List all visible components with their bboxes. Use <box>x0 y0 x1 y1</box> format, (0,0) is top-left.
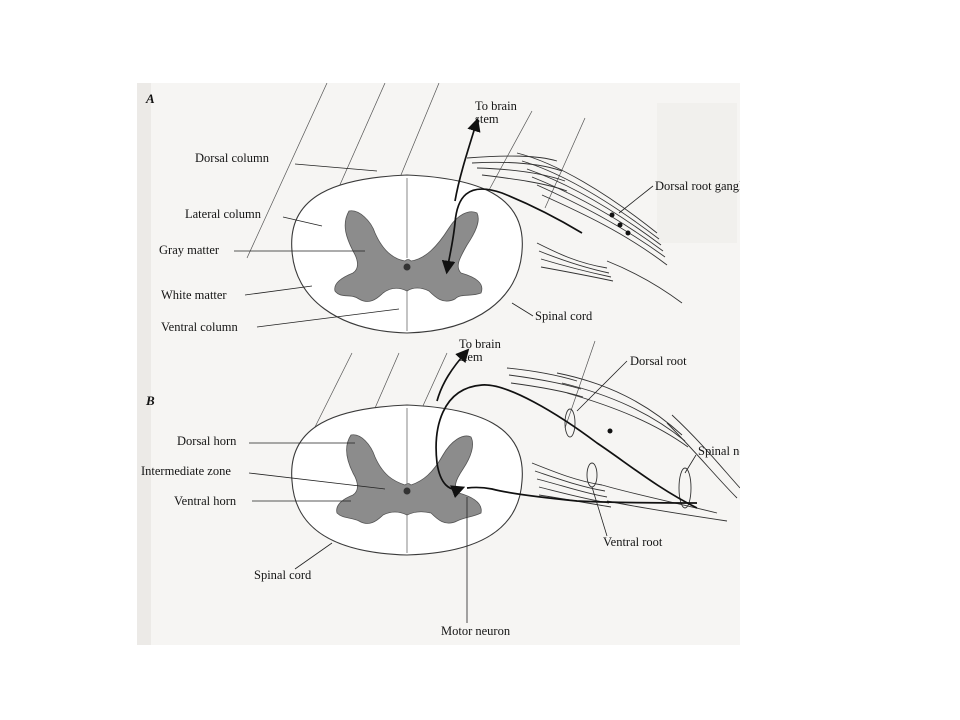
leader-lateral-column <box>282 216 323 227</box>
label-ventral-root: Ventral root <box>603 535 663 549</box>
central-canal <box>403 263 411 271</box>
gray-matter <box>334 210 483 302</box>
leader-dorsal-column <box>294 163 378 172</box>
segment-edge-line <box>481 110 533 204</box>
panel-a: A <box>145 82 759 334</box>
label-motor-neuron: Motor neuron <box>441 624 511 638</box>
label-ventral-horn: Ventral horn <box>174 494 237 508</box>
ganglion-cells <box>609 212 631 236</box>
ventral-rootlets <box>531 462 728 522</box>
dorsal-root-ring <box>564 408 576 438</box>
leader-dorsal-root-ganglion <box>618 185 654 214</box>
dorsal-root-fibers <box>506 367 741 499</box>
central-canal <box>403 487 411 495</box>
figure-page: A <box>137 82 761 645</box>
page-gutter <box>137 83 151 645</box>
leader-ventral-root <box>591 486 608 537</box>
to-brain-stem-line2: stem <box>475 112 499 126</box>
leader-spinal-cord-b <box>294 542 333 570</box>
panel-b-letter: B <box>145 393 155 408</box>
label-spinal-cord-a: Spinal cord <box>535 309 593 323</box>
bleed-text-area <box>657 103 737 243</box>
to-brain-stem-line1: To brain <box>475 99 518 113</box>
leader-white-matter <box>244 285 313 296</box>
segment-edge-line <box>544 117 586 209</box>
label-dorsal-root: Dorsal root <box>630 354 687 368</box>
leader-dorsal-root <box>576 360 628 412</box>
spinal-nerve-ring <box>678 467 692 509</box>
label-ventral-column: Ventral column <box>161 320 238 334</box>
sensory-reflex-axon <box>435 384 698 509</box>
segment-edge-line <box>564 340 596 429</box>
to-brain-stem-line1-b: To brain <box>459 337 502 351</box>
label-dorsal-root-ganglion: Dorsal root ganglion <box>655 179 740 193</box>
panel-b: B <box>141 337 761 638</box>
gray-matter <box>336 434 482 524</box>
spinal-cord-figure: A <box>137 82 761 645</box>
label-intermediate-zone: Intermediate zone <box>141 464 231 478</box>
label-dorsal-horn: Dorsal horn <box>177 434 237 448</box>
motor-axon <box>466 486 698 504</box>
label-dorsal-column: Dorsal column <box>195 151 270 165</box>
segment-edge-line <box>421 352 448 409</box>
leader-spinal-nerve <box>684 454 697 474</box>
label-lateral-column: Lateral column <box>185 207 262 221</box>
ganglion-cell <box>607 428 613 434</box>
label-spinal-nerve: Spinal nerve <box>698 444 740 458</box>
dorsal-root-fibers <box>466 152 668 266</box>
leader-intermediate-zone <box>248 472 386 490</box>
sensory-axon-to-gray <box>441 188 583 275</box>
label-white-matter: White matter <box>161 288 227 302</box>
leader-spinal-cord-a <box>511 302 534 317</box>
leader-ventral-column <box>256 308 400 328</box>
axon-to-brain-stem <box>436 348 470 402</box>
ventral-rootlets <box>536 242 683 304</box>
axon-to-brain-stem <box>454 117 481 202</box>
label-gray-matter: Gray matter <box>159 243 220 257</box>
panel-a-letter: A <box>145 91 155 106</box>
segment-edge-line <box>246 82 328 259</box>
to-brain-stem-line2-b: stem <box>459 350 483 364</box>
label-spinal-cord-b: Spinal cord <box>254 568 312 582</box>
